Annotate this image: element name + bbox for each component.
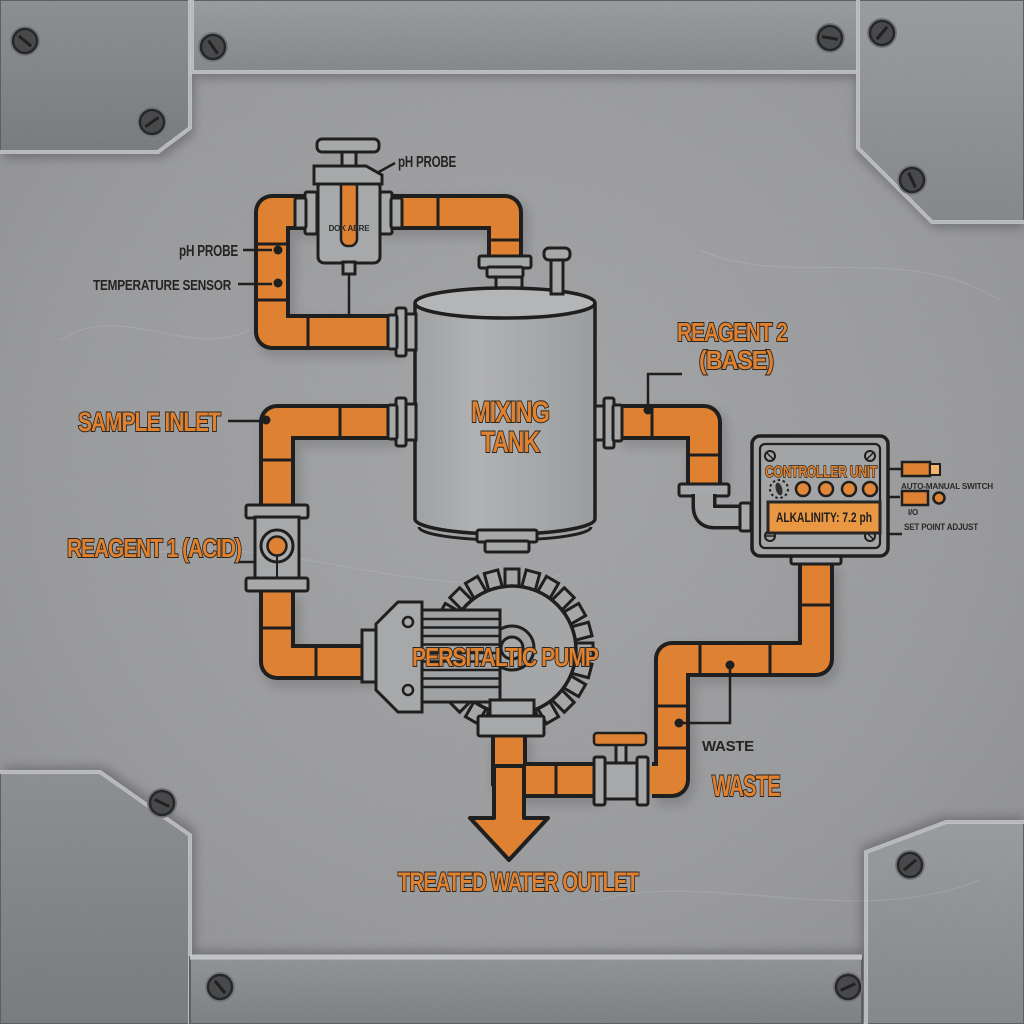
ph-probe-dot	[273, 245, 283, 255]
ph-probe-assembly: DOK ABRE	[293, 137, 404, 318]
pipe-tank-to-controller	[616, 408, 718, 488]
reagent1-label: REAGENT 1 (ACID)	[67, 533, 241, 563]
tank-right-nozzle	[593, 396, 624, 450]
display-reading: ALKALINITY: 7.2 ph	[776, 510, 872, 525]
controller-unit: CONTROLLER UNIT ALKALINITY: 7.2 ph	[677, 434, 890, 566]
dial-icon	[769, 479, 789, 499]
diagram-labels: pH PROBE pH PROBE TEMPERATURE SENSOR SAM…	[66, 154, 790, 898]
peristaltic-pump-label: PERSITALTIC PUMP	[412, 642, 599, 672]
waste-dot-2	[674, 718, 684, 728]
waste-dot-1	[725, 660, 735, 670]
pipe-sample-inlet	[263, 408, 398, 510]
callouts	[228, 161, 732, 725]
waste-title-label: WASTE	[712, 770, 780, 803]
pump-ribs	[422, 617, 499, 689]
pipe-probe-to-tank	[378, 198, 519, 260]
probe-body-text: DOK ABRE	[329, 224, 371, 233]
temperature-sensor-dot	[273, 278, 283, 288]
pump-base	[476, 714, 546, 738]
led-1	[794, 480, 812, 498]
valve-handle	[592, 731, 648, 747]
auto-manual-switch-icon	[900, 460, 932, 478]
flow-arrow-down	[468, 764, 550, 862]
controller-annotations: AUTO-MANUAL SWITCH I/O SET POINT ADJUST	[888, 460, 994, 536]
sample-inlet-label: SAMPLE INLET	[78, 407, 221, 437]
controller-title: CONTROLLER UNIT	[765, 464, 877, 481]
auto-manual-switch-label: AUTO-MANUAL SWITCH	[901, 482, 993, 491]
peristaltic-pump	[360, 567, 595, 738]
sample-inlet-dot	[261, 415, 271, 425]
controller-display	[766, 500, 882, 535]
drain-valve	[592, 731, 650, 807]
pipe-reagent-to-pump	[263, 590, 374, 676]
probe-valve-handle	[315, 137, 381, 154]
mixing-tank-label-line1: MIXING	[471, 396, 549, 429]
led-2	[817, 480, 835, 498]
reagent2-label-line2: (BASE)	[699, 345, 773, 375]
controller-leds	[794, 480, 879, 498]
pipe-waste-line	[650, 560, 830, 794]
reagent2-dot	[643, 405, 653, 415]
set-point-adjust-label: SET POINT ADJUST	[904, 522, 979, 532]
led-3	[840, 480, 858, 498]
led-4	[861, 480, 879, 498]
io-led-icon	[932, 491, 946, 505]
waste-callout-label: WASTE	[702, 738, 754, 755]
tank-left-nozzles	[386, 306, 418, 448]
io-port-icon	[900, 489, 930, 507]
mixing-tank-label-line2: TANK	[481, 426, 540, 459]
ph-control-diagram: DOK ABRE	[66, 137, 994, 898]
ph-probe-top-label: pH PROBE	[398, 154, 456, 171]
temperature-sensor-label: TEMPERATURE SENSOR	[93, 277, 231, 294]
probe-cap	[312, 164, 384, 186]
treated-water-outlet-label: TREATED WATER OUTLET	[398, 867, 639, 897]
reagent2-label-line1: REAGENT 2	[677, 317, 788, 347]
ph-probe-side-label: pH PROBE	[179, 243, 238, 260]
callout-dots	[261, 245, 735, 728]
tank-vent-nozzle	[542, 246, 572, 296]
reagent1-injector	[244, 503, 310, 593]
mixing-tank: MIXING TANK	[386, 246, 624, 554]
io-label: I/O	[908, 508, 918, 517]
